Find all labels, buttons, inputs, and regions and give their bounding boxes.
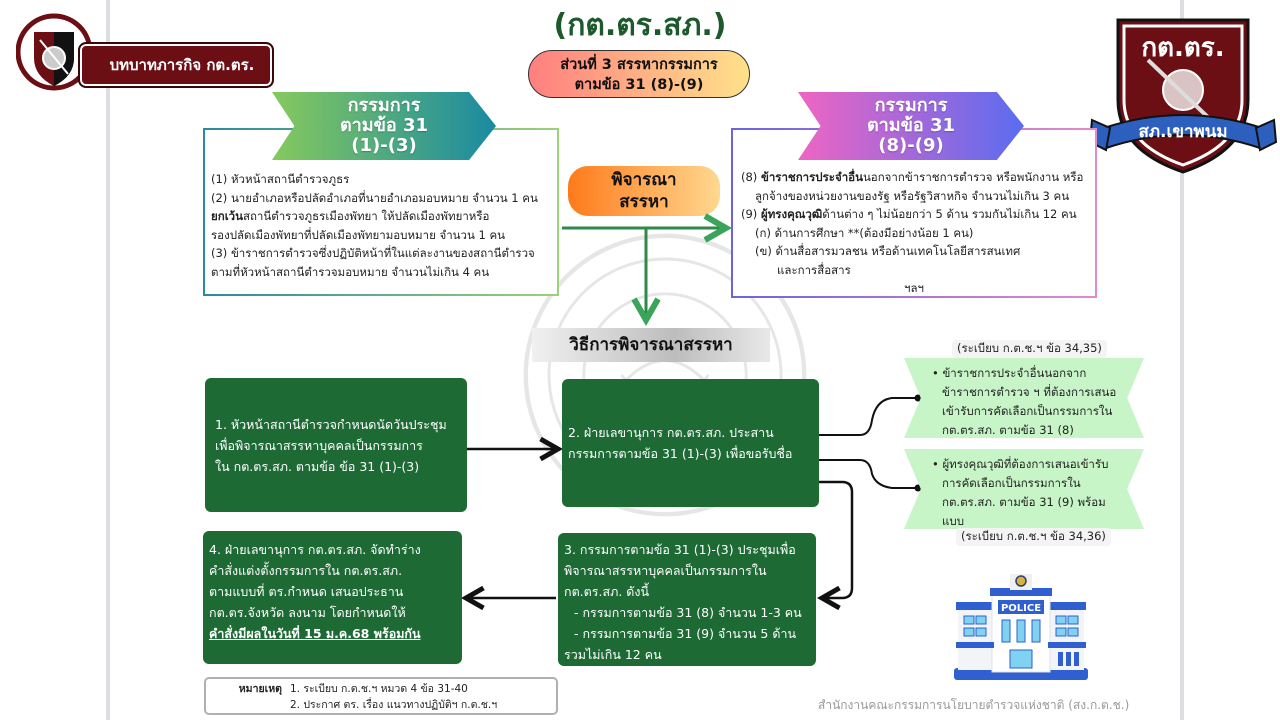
sub-item-a: (ก) ด้านการศึกษา **(ต้องมีอย่างน้อย 1 คน… xyxy=(755,225,974,240)
ribbon-b-line: • ผู้ทรงคุณวุฒิที่ต้องการเสนอเข้ารับ xyxy=(932,457,1109,471)
exception-bold: ยกเว้น xyxy=(211,209,243,223)
item-1: (1) หัวหน้าสถานีตำรวจภูธร xyxy=(211,172,350,186)
item-8-text: นอกจากข้าราชการตำรวจ หรือพนักงาน หรือ xyxy=(862,170,1084,184)
step-4-effective-date: คำสั่งมีผลในวันที่ 15 ม.ค.68 พร้อมกัน xyxy=(209,626,421,641)
section-banner: บทบาทภารกิจ กต.ตร. xyxy=(78,42,274,88)
committee-8-9-heading: กรรมการ ตามข้อ 31 (8)-(9) xyxy=(798,92,1024,160)
ribbon-a-line: ข้าราชการตำรวจ ฯ ที่ต้องการเสนอ xyxy=(942,385,1117,399)
heading-line: ตามข้อ 31 xyxy=(866,115,956,136)
heading-line: กรรมการ xyxy=(874,95,948,116)
item-8-prefix: (8) xyxy=(741,170,761,184)
step-3-line: รวมไม่เกิน 12 คน xyxy=(564,647,662,662)
step-2-line: 2. ฝ่ายเลขานุการ กต.ตร.สภ. ประสาน xyxy=(568,425,774,440)
item-2-exception: ยกเว้นสถานีตำรวจภูธรเมืองพัทยา ให้ปลัดเม… xyxy=(211,207,549,226)
sub-item-b-cont: และการสื่อสาร xyxy=(777,262,851,277)
ribbon-civil-servants: • ข้าราชการประจำอื่นนอกจาก ข้าราชการตำรว… xyxy=(904,358,1144,438)
exception-text: สถานีตำรวจภูธรเมืองพัทยา ให้ปลัดเมืองพัท… xyxy=(242,209,490,223)
kt-tr-shield-logo-icon: กต.ตร. สภ.เขาพนม xyxy=(1088,18,1278,174)
section-line-1: ส่วนที่ 3 สรรหากรรมการ xyxy=(560,57,718,73)
heading-line: ตามข้อ 31 xyxy=(339,115,429,136)
step-3-box: 3. กรรมการตามข้อ 31 (1)-(3) ประชุมเพื่อ … xyxy=(558,533,816,666)
step-1-box: 1. หัวหน้าสถานีตำรวจกำหนดนัดวันประชุม เพ… xyxy=(205,378,467,512)
item-2: (2) นายอำเภอหรือปลัดอำเภอที่นายอำเภอมอบห… xyxy=(211,190,538,205)
page-right-edge xyxy=(1180,0,1184,720)
note-label: หมายเหตุ xyxy=(238,683,282,695)
consider-recruit-pill: พิจารณา สรรหา xyxy=(568,166,720,216)
heading-line: (1)-(3) xyxy=(351,135,417,156)
item-8: (8) ข้าราชการประจำอื่นนอกจากข้าราชการตำร… xyxy=(741,168,1087,187)
step-4-line: คำสั่งแต่งตั้งกรรมการใน กต.ตร.สภ. xyxy=(209,563,403,578)
note-line: 1. ระเบียบ ก.ต.ช.ฯ หมวด 4 ข้อ 31-40 xyxy=(290,683,468,695)
item-9: (9) ผู้ทรงคุณวุฒิด้านต่าง ๆ ไม่น้อยกว่า … xyxy=(741,205,1087,224)
connector-to-ribbon-b xyxy=(819,459,916,489)
step-1-line: 1. หัวหน้าสถานีตำรวจกำหนดนัดวันประชุม xyxy=(215,416,447,432)
arrow-step2-to-step3 xyxy=(819,480,854,598)
item-9-bold: ผู้ทรงคุณวุฒิ xyxy=(760,207,823,221)
right-logo-top-text: กต.ตร. xyxy=(1141,33,1224,63)
step-3-line: กต.ตร.สภ. ดังนี้ xyxy=(564,584,650,599)
page-title: (กต.ตร.สภ.) xyxy=(553,8,727,43)
item-3: (3) ข้าราชการตำรวจซึ่งปฏิบัติหน้าที่ในแต… xyxy=(211,246,535,260)
step-3-line: - กรรมการตามข้อ 31 (8) จำนวน 1-3 คน xyxy=(574,605,802,620)
banner-label: บทบาทภารกิจ กต.ตร. xyxy=(109,56,255,74)
etc-text: ฯลฯ xyxy=(904,281,924,295)
police-station-icon: POLICE xyxy=(954,574,1088,680)
ribbon-a-line: • ข้าราชการประจำอื่นนอกจาก xyxy=(932,366,1087,380)
item-3-cont: ตามที่หัวหน้าสถานีตำรวจมอบหมาย จำนวนไม่เ… xyxy=(211,264,490,279)
heading-line: กรรมการ xyxy=(347,95,421,116)
method-title: วิธีการพิจารณาสรรหา xyxy=(532,328,770,362)
item-8-bold: ข้าราชการประจำอื่น xyxy=(760,170,863,184)
connector-to-ribbon-a xyxy=(819,397,916,436)
ribbon-experts: • ผู้ทรงคุณวุฒิที่ต้องการเสนอเข้ารับ การ… xyxy=(904,449,1144,529)
heading-line: (8)-(9) xyxy=(878,135,944,156)
ribbon-b-line: กต.ตร.สภ. ตามข้อ 31 (9) พร้อมแบบ xyxy=(942,495,1106,528)
page-left-edge xyxy=(106,0,110,720)
section-line-2: ตามข้อ 31 (8)-(9) xyxy=(574,77,704,93)
note-box: หมายเหตุ 1. ระเบียบ ก.ต.ช.ฯ หมวด 4 ข้อ 3… xyxy=(204,677,558,715)
item-9-prefix: (9) xyxy=(741,207,761,221)
ribbon-a-line: กต.ตร.สภ. ตามข้อ 31 (8) xyxy=(942,423,1074,437)
step-3-line: พิจารณาสรรหาบุคคลเป็นกรรมการใน xyxy=(564,563,767,578)
regulation-ref-a: (ระเบียบ ก.ต.ช.ฯ ข้อ 34,35) xyxy=(952,340,1107,358)
ribbon-b-line: การคัดเลือกเป็นกรรมการใน xyxy=(942,476,1081,490)
item-8-cont: ลูกจ้างของหน่วยงานของรัฐ หรือรัฐวิสาหกิจ… xyxy=(755,188,1070,203)
consider-line-2: สรรหา xyxy=(619,192,669,212)
step-3-line: 3. กรรมการตามข้อ 31 (1)-(3) ประชุมเพื่อ xyxy=(564,542,796,557)
ribbon-a-line: เข้ารับการคัดเลือกเป็นกรรมการใน xyxy=(942,404,1113,418)
step-4-line: 4. ฝ่ายเลขานุการ กต.ตร.สภ. จัดทำร่าง xyxy=(209,542,421,557)
step-1-line: ใน กต.ตร.สภ. ตามข้อ ข้อ 31 (1)-(3) xyxy=(215,458,420,474)
step-4-line: ตามแบบที่ ตร.กำหนด เสนอประธาน xyxy=(209,584,404,599)
consider-line-1: พิจารณา xyxy=(611,170,677,190)
step-2-line: กรรมการตามข้อ 31 (1)-(3) เพื่อขอรับชื่อ xyxy=(568,446,793,461)
station-logo-icon xyxy=(16,13,92,91)
sub-item-b: (ข) ด้านสื่อสารมวลชน หรือด้านเทคโนโลยีสา… xyxy=(755,244,1021,258)
police-sign-text: POLICE xyxy=(1001,603,1041,614)
step-4-box: 4. ฝ่ายเลขานุการ กต.ตร.สภ. จัดทำร่าง คำส… xyxy=(203,531,462,664)
section-label-pill: ส่วนที่ 3 สรรหากรรมการ ตามข้อ 31 (8)-(9) xyxy=(528,50,750,98)
footer-organization: สำนักงานคณะกรรมการนโยบายตำรวจแห่งชาติ (ส… xyxy=(818,698,1130,712)
item-9-text: ด้านต่าง ๆ ไม่น้อยกว่า 5 ด้าน รวมกันไม่เ… xyxy=(822,207,1077,221)
note-line: 2. ประกาศ ตร. เรื่อง แนวทางปฏิบัติฯ ก.ต.… xyxy=(290,699,498,711)
right-logo-ribbon-text: สภ.เขาพนม xyxy=(1138,122,1227,142)
step-1-line: เพื่อพิจารณาสรรหาบุคคลเป็นกรรมการ xyxy=(215,437,423,453)
regulation-ref-b: (ระเบียบ ก.ต.ช.ฯ ข้อ 34,36) xyxy=(956,528,1111,546)
step-3-line: - กรรมการตามข้อ 31 (9) จำนวน 5 ด้าน xyxy=(574,626,797,641)
committee-1-3-heading: กรรมการ ตามข้อ 31 (1)-(3) xyxy=(272,92,496,160)
step-2-box: 2. ฝ่ายเลขานุการ กต.ตร.สภ. ประสาน กรรมกา… xyxy=(562,379,819,507)
step-4-line: กต.ตร.จังหวัด ลงนาม โดยกำหนดให้ xyxy=(209,605,406,620)
item-2-exception-cont: รองปลัดเมืองพัทยาที่ปลัดเมืองพัทยามอบหมา… xyxy=(211,227,506,242)
